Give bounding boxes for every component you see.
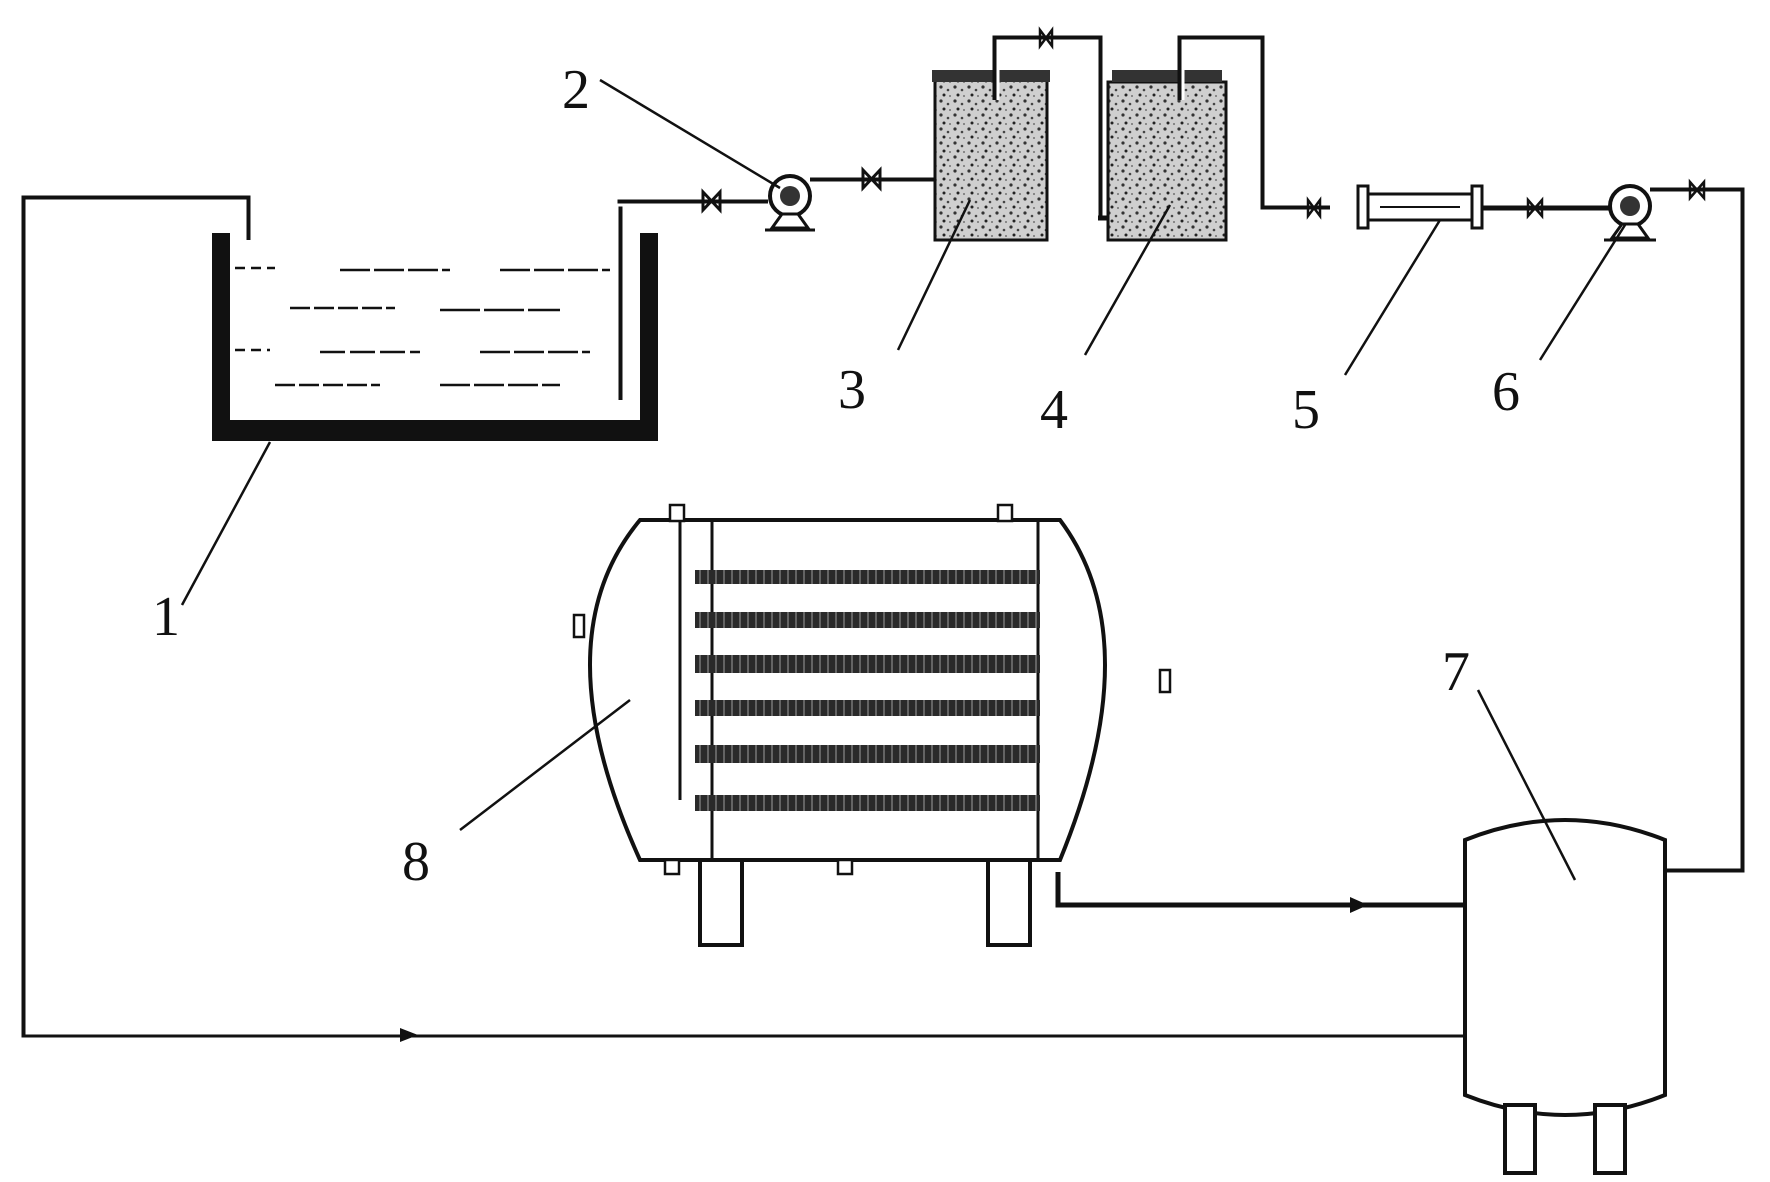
receiver-vessel <box>1463 818 1667 1175</box>
treatment-vessel <box>572 503 1465 947</box>
suction-pipe <box>615 166 940 400</box>
label-pump-outlet: 6 <box>1492 361 1520 423</box>
label-pump-inlet: 2 <box>562 59 590 121</box>
label-tank: 1 <box>152 586 180 648</box>
label-flowmeter: 5 <box>1292 379 1320 441</box>
water-tank <box>212 233 658 441</box>
electrode-plates <box>695 570 1040 811</box>
label-treatment-vessel: 8 <box>402 831 430 893</box>
label-receiver-vessel: 7 <box>1442 641 1470 703</box>
pump-inlet <box>765 174 815 232</box>
label-filter-second: 4 <box>1040 379 1068 441</box>
return-pipe <box>21 195 1465 1042</box>
callout-labels: 1 2 3 4 5 6 7 8 <box>152 59 1520 893</box>
label-filter-first: 3 <box>838 359 866 421</box>
leader-lines <box>180 78 1627 881</box>
filter-column-first <box>932 26 1103 242</box>
pump-outlet <box>1604 178 1745 873</box>
filter-column-second <box>1098 35 1330 242</box>
flowmeter <box>1356 184 1610 230</box>
